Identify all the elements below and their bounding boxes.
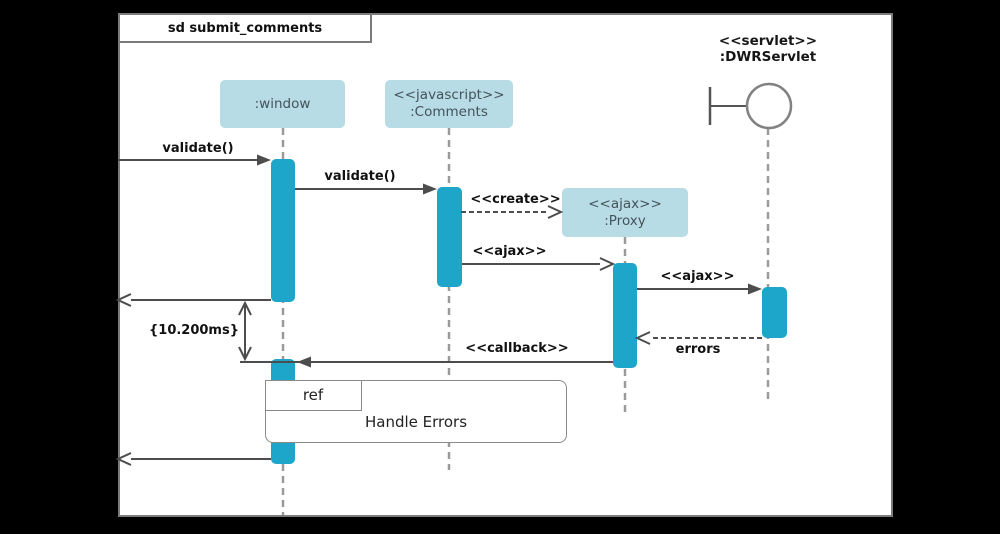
- message-label-ajax-2: <<ajax>>: [660, 269, 735, 284]
- lifeline-head-dwrservlet[interactable]: <<servlet>> :DWRServlet: [695, 33, 841, 65]
- message-label-ajax-1: <<ajax>>: [472, 244, 547, 259]
- ref-fragment[interactable]: ref Handle Errors: [264, 379, 567, 443]
- message-label-errors: errors: [675, 342, 721, 357]
- lifeline-comments-stereotype: <<javascript>>: [393, 87, 505, 103]
- activation-dwrservlet[interactable]: [762, 287, 787, 338]
- activation-window-1[interactable]: [271, 159, 295, 302]
- diagram-title-tab: sd submit_comments: [118, 13, 372, 43]
- lifeline-dwrservlet-stereotype: <<servlet>>: [718, 33, 818, 49]
- activation-comments[interactable]: [437, 187, 462, 287]
- boundary-icon[interactable]: [708, 82, 793, 130]
- ref-fragment-tag: ref: [264, 379, 362, 411]
- message-label-create: <<create>>: [470, 192, 561, 207]
- lifeline-dwrservlet-label: :DWRServlet: [719, 49, 817, 65]
- lifeline-head-comments[interactable]: <<javascript>> :Comments: [385, 80, 513, 128]
- message-label-validate-2: validate(): [324, 169, 396, 184]
- lifeline-head-proxy[interactable]: <<ajax>> :Proxy: [562, 188, 688, 237]
- lifeline-proxy-stereotype: <<ajax>>: [588, 195, 662, 212]
- message-label-callback: <<callback>>: [465, 341, 569, 356]
- activation-proxy[interactable]: [613, 263, 637, 368]
- lifeline-proxy-label: :Proxy: [604, 212, 646, 229]
- lifeline-head-window[interactable]: :window: [220, 80, 345, 128]
- lifeline-window-label: :window: [254, 95, 311, 112]
- diagram-title: sd submit_comments: [167, 20, 323, 36]
- message-label-validate-1: validate(): [162, 141, 234, 156]
- ref-tag-text: ref: [302, 386, 324, 404]
- ref-fragment-label: Handle Errors: [364, 413, 468, 431]
- lifeline-comments-label: :Comments: [410, 104, 488, 120]
- duration-constraint-label: {10.200ms}: [149, 323, 239, 338]
